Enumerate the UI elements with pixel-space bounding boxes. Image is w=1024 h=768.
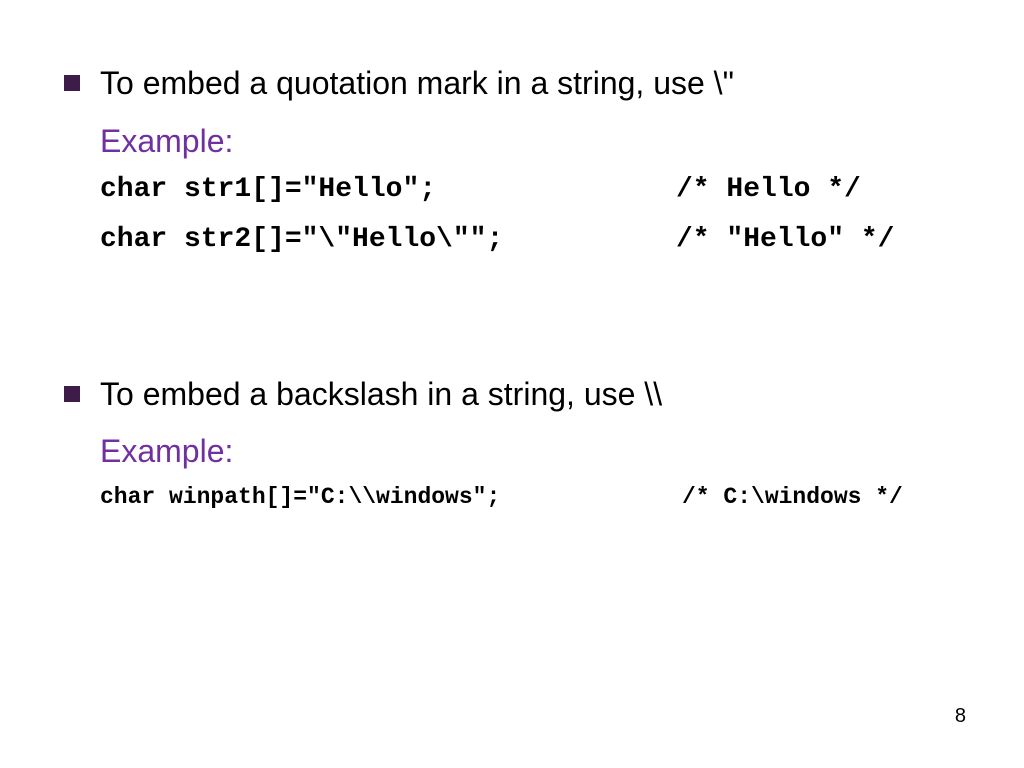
square-bullet-icon [64, 75, 80, 91]
page-number: 8 [954, 705, 966, 727]
bullet-item-backslash: To embed a backslash in a string, use \\ [64, 374, 662, 414]
bullet-text-quotation: To embed a quotation mark in a string, u… [100, 65, 734, 101]
code-comment-winpath: /* C:\windows */ [682, 484, 903, 510]
bullet-item-quotation: To embed a quotation mark in a string, u… [64, 63, 734, 103]
example-label-backslash: Example: [100, 433, 234, 469]
code-comment-str2: /* "Hello" */ [676, 224, 895, 255]
code-comment-str1: /* Hello */ [676, 174, 861, 205]
code-line-str1: char str1[]="Hello"; [100, 174, 437, 205]
example-label-quotation: Example: [100, 123, 234, 159]
square-bullet-icon [64, 386, 80, 402]
code-line-str2: char str2[]="\"Hello\""; [100, 224, 504, 255]
code-line-winpath: char winpath[]="C:\\windows"; [100, 484, 501, 510]
bullet-text-backslash: To embed a backslash in a string, use \\ [100, 376, 663, 412]
